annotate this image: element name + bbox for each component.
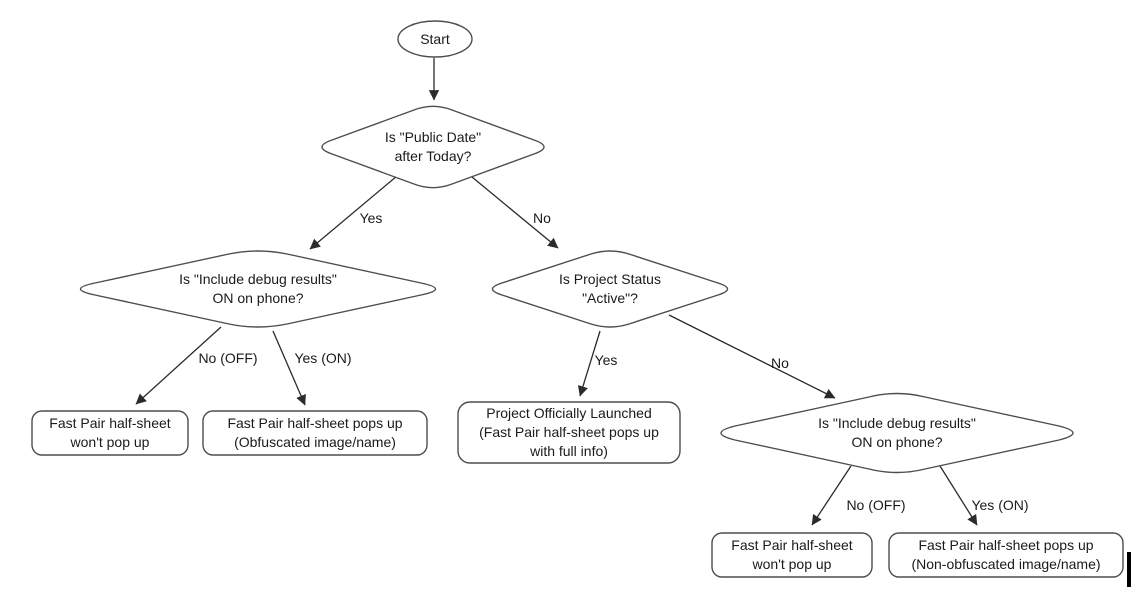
start-terminator-shape — [397, 20, 473, 58]
result-non-obfuscated-line: Fast Pair half-sheet pops up — [918, 537, 1094, 553]
result-obfuscated: Fast Pair half-sheet pops up (Obfuscated… — [203, 411, 427, 455]
decision-public-date-line: Is "Public Date" — [384, 129, 482, 145]
decision-debug-right: Is "Include debug results" ON on phone? — [707, 393, 1087, 473]
edge-project-status-no — [668, 314, 836, 399]
edge-label-project-status-yes: Yes — [594, 352, 618, 368]
edge-debug-right-no-off — [811, 465, 852, 526]
decision-debug-right-line: ON on phone? — [851, 434, 943, 450]
decision-debug-left: Is "Include debug results" ON on phone? — [68, 249, 448, 329]
result-no-popup-right-line: Fast Pair half-sheet — [731, 537, 853, 553]
decision-public-date: Is "Public Date" after Today? — [323, 107, 543, 187]
edge-label-debug-left-yes: Yes (ON) — [294, 350, 352, 366]
result-no-popup-left-line: Fast Pair half-sheet — [49, 415, 171, 431]
edge-label-debug-right-no: No (OFF) — [846, 497, 906, 513]
decision-project-status-shape — [491, 250, 729, 328]
result-no-popup-left-line: won't pop up — [70, 434, 150, 450]
result-launched-line: Project Officially Launched — [486, 405, 652, 421]
text-cursor-artifact — [1127, 552, 1131, 587]
result-launched-line: with full info) — [530, 443, 608, 459]
result-no-popup-right-shape — [711, 532, 873, 578]
result-non-obfuscated-shape — [888, 532, 1124, 578]
edge-public-date-no — [471, 176, 559, 249]
result-obfuscated-shape — [202, 410, 428, 456]
decision-project-status-line: "Active"? — [582, 290, 638, 306]
result-no-popup-left: Fast Pair half-sheet won't pop up — [32, 411, 188, 455]
decision-public-date-shape — [321, 105, 545, 189]
result-launched-shape — [457, 401, 681, 464]
start-node-label: Start — [420, 30, 450, 47]
result-no-popup-left-shape — [31, 410, 189, 456]
decision-project-status-line: Is Project Status — [559, 271, 661, 287]
decision-project-status: Is Project Status "Active"? — [490, 249, 730, 329]
result-obfuscated-line: Fast Pair half-sheet pops up — [227, 415, 403, 431]
edge-debug-left-yes-on — [272, 330, 306, 406]
edge-label-debug-left-no: No (OFF) — [198, 350, 258, 366]
edge-debug-right-yes-on — [939, 465, 978, 526]
result-obfuscated-line: (Obfuscated image/name) — [234, 434, 396, 450]
edge-label-public-date-yes: Yes — [359, 210, 383, 226]
edge-label-public-date-no: No — [533, 210, 551, 226]
start-node: Start — [398, 21, 472, 57]
decision-debug-right-shape — [720, 392, 1074, 474]
decision-debug-left-line: Is "Include debug results" — [179, 271, 337, 287]
result-non-obfuscated-line: (Non-obfuscated image/name) — [911, 556, 1101, 572]
decision-debug-left-shape — [79, 250, 437, 328]
result-launched: Project Officially Launched (Fast Pair h… — [458, 402, 680, 463]
edge-public-date-yes — [309, 175, 398, 250]
decision-debug-left-line: ON on phone? — [212, 290, 304, 306]
edge-project-status-yes — [577, 330, 601, 397]
result-launched-line: (Fast Pair half-sheet pops up — [479, 424, 659, 440]
result-no-popup-right-line: won't pop up — [752, 556, 832, 572]
edge-label-debug-right-yes: Yes (ON) — [971, 497, 1029, 513]
decision-debug-right-line: Is "Include debug results" — [818, 415, 976, 431]
edge-label-project-status-no: No — [771, 355, 789, 371]
decision-public-date-line: after Today? — [394, 148, 472, 164]
result-non-obfuscated: Fast Pair half-sheet pops up (Non-obfusc… — [889, 533, 1123, 577]
edge-debug-left-no-off — [135, 326, 222, 405]
result-no-popup-right: Fast Pair half-sheet won't pop up — [712, 533, 872, 577]
